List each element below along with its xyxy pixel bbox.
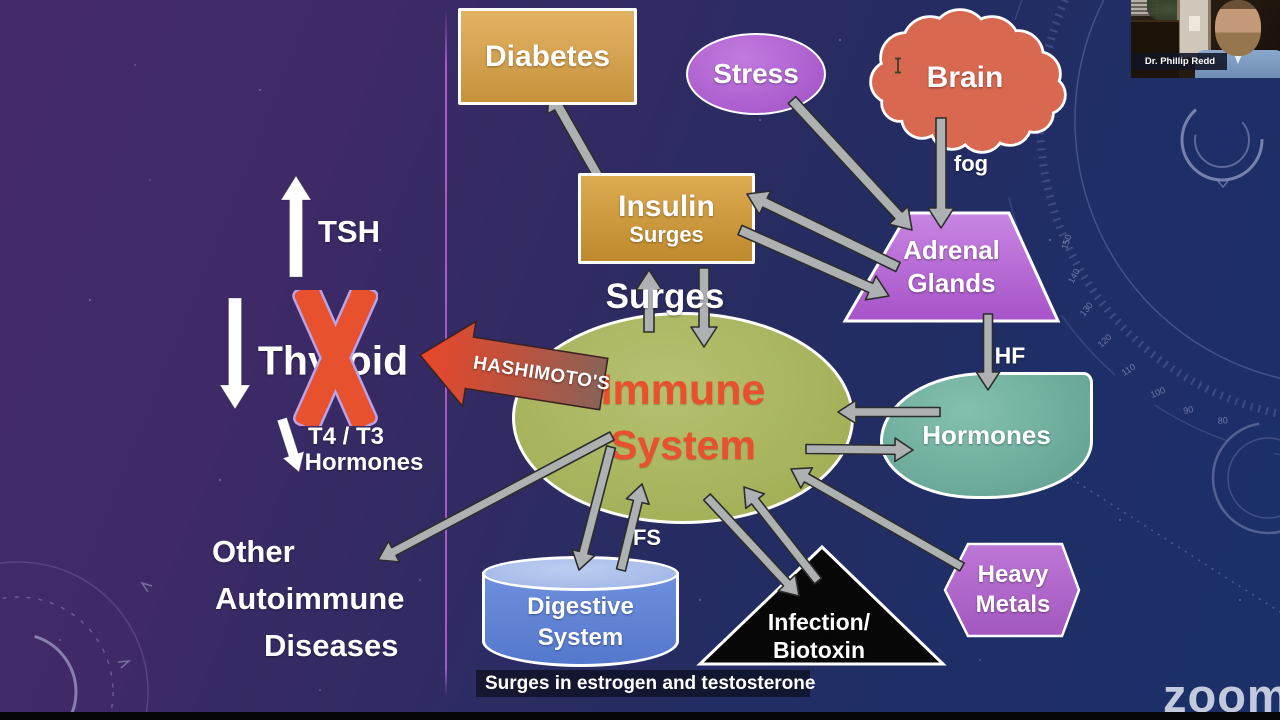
brain-cloud xyxy=(869,8,1067,154)
node-infection-shape xyxy=(696,544,947,666)
thyroid-x-mark xyxy=(292,290,378,426)
other-autoimmune-line3: Diseases xyxy=(264,628,399,663)
bottom-letterbox-strip xyxy=(0,712,1280,720)
digestive-cylinder-top xyxy=(482,556,679,591)
node-heavy-metals-shape xyxy=(943,542,1081,638)
node-adrenal-shape xyxy=(842,211,1061,323)
node-diabetes: Diabetes xyxy=(458,8,637,105)
node-immune-system: Immune System xyxy=(512,312,854,524)
immune-surges-label: Surges xyxy=(605,277,725,316)
caption-bar: Surges in estrogen and testosterone xyxy=(476,670,815,697)
hf-label: HF xyxy=(994,342,1026,369)
node-immune-line2: System xyxy=(610,422,756,469)
text-cursor-icon xyxy=(895,57,901,74)
node-insulin-sublabel: Surges xyxy=(629,221,704,247)
arrow-insulin-to-adrenal xyxy=(737,224,890,301)
arrow-adrenal-to-insulin xyxy=(746,190,902,273)
node-digestive-line2: System xyxy=(537,624,624,651)
gauge-number: 130 xyxy=(1078,300,1095,318)
node-stress: Stress xyxy=(686,33,826,115)
hashimoto-arrow-shape xyxy=(418,319,609,411)
webcam-name-badge: Dr. Phillip Redd xyxy=(1133,53,1227,70)
node-heavy-metals-label: Heavy Metals xyxy=(975,561,1051,618)
node-diabetes-label: Diabetes xyxy=(484,39,611,73)
node-brain-label: Brain xyxy=(926,61,1004,94)
brain-fog-label: fog xyxy=(953,151,989,176)
webcam-person-head xyxy=(1215,0,1261,56)
t4-t3-hormones-label: Hormones xyxy=(304,449,424,476)
tsh-label: TSH xyxy=(318,214,380,249)
arrow-brain-to-adrenal xyxy=(927,117,955,229)
fs-label: FS xyxy=(632,525,662,550)
gauge-number: 120 xyxy=(1096,332,1114,349)
gauge-number: 140 xyxy=(1066,267,1082,285)
node-hormones: Hormones xyxy=(880,372,1093,499)
gauge-number: 100 xyxy=(1149,385,1167,400)
webcam-tile[interactable]: Dr. Phillip Redd xyxy=(1131,0,1280,78)
hashimoto-arrow: HASHIMOTO'S xyxy=(411,307,616,432)
node-digestive-line1: Digestive xyxy=(527,593,634,621)
node-adrenal-label: Adrenal Glands xyxy=(903,234,1000,298)
caption-text: Surges in estrogen and testosterone xyxy=(485,672,816,694)
webcam-person-collar xyxy=(1233,52,1243,64)
zoom-watermark: zoom xyxy=(1163,669,1280,720)
other-autoimmune-line2: Autoimmune xyxy=(215,581,405,616)
gauge-number: 150 xyxy=(1059,233,1073,250)
gauge-number: 110 xyxy=(1120,362,1137,378)
node-insulin: Insulin Surges xyxy=(578,173,755,264)
arrow-thyroid-down xyxy=(219,297,251,410)
gauge-number: 80 xyxy=(1217,415,1228,426)
webcam-wall-paper xyxy=(1189,16,1200,31)
node-immune-line1: Immune xyxy=(600,366,766,415)
other-autoimmune-line1: Other xyxy=(212,534,295,569)
node-stress-label: Stress xyxy=(713,58,799,89)
gauge-number: 90 xyxy=(1182,404,1194,416)
arrow-tsh-up xyxy=(280,175,312,278)
arrow-stress-to-adrenal xyxy=(787,95,913,231)
node-insulin-label: Insulin xyxy=(618,189,715,223)
node-infection-label: Infection/ Biotoxin xyxy=(767,609,871,663)
t4-t3-label: T4 / T3 xyxy=(307,423,385,450)
node-hormones-label: Hormones xyxy=(922,420,1051,450)
